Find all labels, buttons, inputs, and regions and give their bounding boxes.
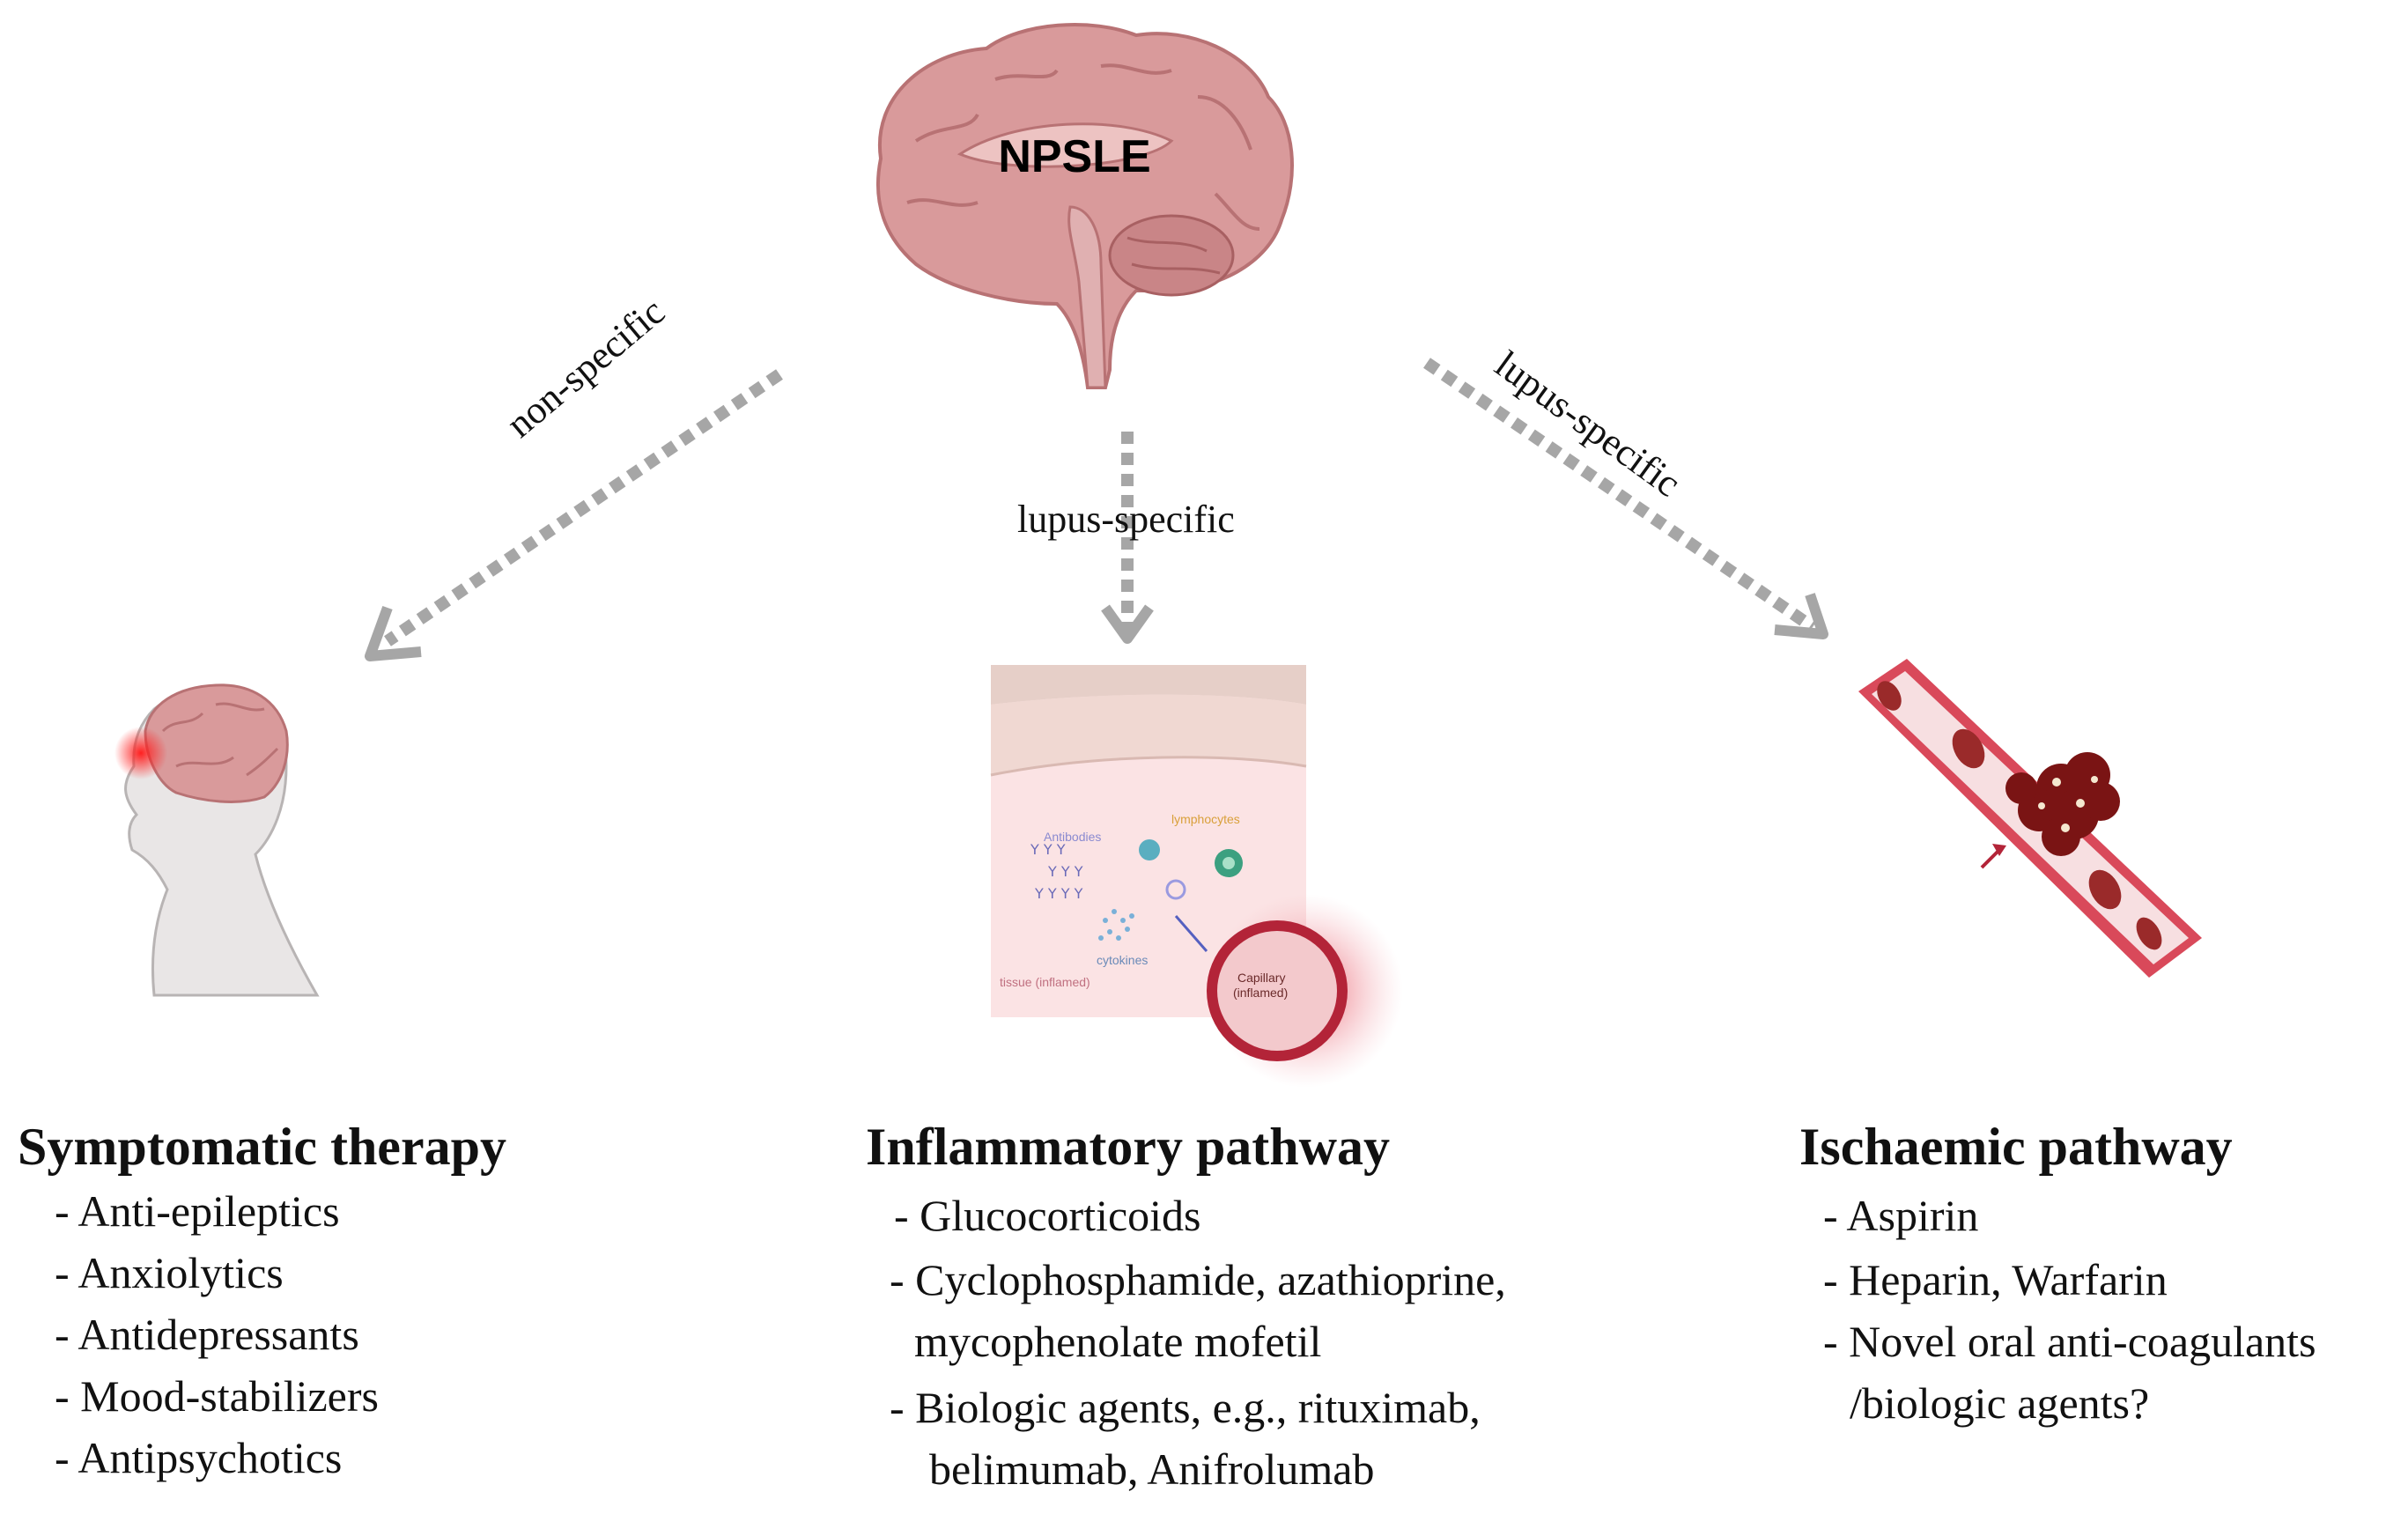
tissue-label: tissue (inflamed) [1000, 975, 1090, 989]
inflammatory-pathway-title: Inflammatory pathway [866, 1118, 1390, 1176]
symptomatic-item: - Mood-stabilizers [55, 1371, 379, 1421]
inflammatory-item-continued: mycophenolate mofetil [914, 1317, 1322, 1366]
npsle-title: NPSLE [998, 131, 1151, 182]
arrow-lupus-specific-center [1101, 432, 1154, 644]
ischaemic-pathway-title: Ischaemic pathway [1799, 1118, 2233, 1176]
capillary-label: Capillary [1237, 971, 1285, 985]
antibodies-label: Antibodies [1044, 830, 1101, 844]
headache-head-icon [114, 683, 320, 997]
inflammatory-item: - Biologic agents, e.g., rituximab, [890, 1383, 1481, 1432]
blood-vessel-clot-icon [1858, 659, 2202, 978]
lymphocytes-label: lymphocytes [1171, 812, 1240, 826]
lupus-specific-center-label: lupus-specific [1017, 498, 1235, 541]
symptomatic-item: - Antipsychotics [55, 1433, 343, 1482]
inflammatory-item-continued: belimumab, Anifrolumab [929, 1444, 1375, 1494]
svg-text:Y Y Y: Y Y Y [1030, 841, 1066, 858]
ischaemic-item: - Heparin, Warfarin [1823, 1255, 2168, 1304]
inflammatory-item: - Cyclophosphamide, azathioprine, [890, 1255, 1506, 1304]
ischaemic-item-continued: /biologic agents? [1850, 1378, 2150, 1428]
capillary-sub-label: (inflamed) [1233, 986, 1288, 1000]
cytokines-label: cytokines [1097, 953, 1148, 967]
symptomatic-item: - Antidepressants [55, 1310, 359, 1359]
inflammatory-item: - Glucocorticoids [894, 1191, 1201, 1240]
ischaemic-item: - Novel oral anti-coagulants [1823, 1317, 2316, 1366]
arrow-lupus-specific-right [1423, 358, 1828, 639]
symptomatic-item: - Anti-epileptics [55, 1186, 340, 1236]
svg-text:Y Y Y Y: Y Y Y Y [1034, 885, 1083, 902]
arrow-non-specific [365, 369, 783, 661]
symptomatic-item: - Anxiolytics [55, 1248, 284, 1297]
svg-text:Y Y Y: Y Y Y [1047, 863, 1083, 880]
inflammation-illustration: Antibodies Y Y Y Y Y Y Y Y Y Y lymphocyt… [990, 665, 1403, 1088]
ischaemic-item: - Aspirin [1823, 1191, 1979, 1240]
npsle-brain-icon [876, 23, 1294, 389]
symptomatic-therapy-title: Symptomatic therapy [18, 1118, 506, 1176]
